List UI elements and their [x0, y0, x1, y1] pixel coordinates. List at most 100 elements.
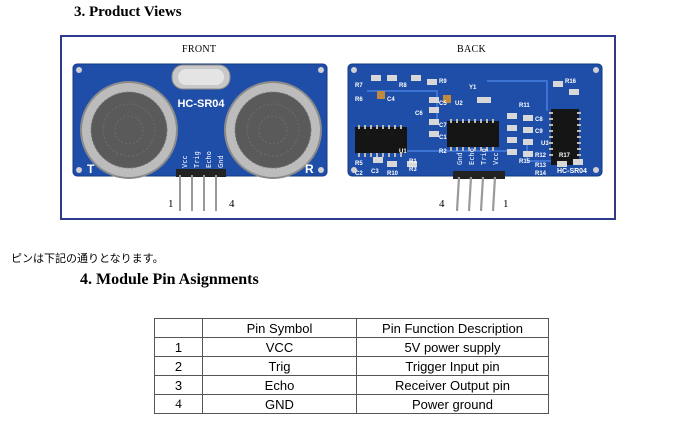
mount-hole — [318, 167, 324, 173]
crystal-top — [178, 69, 224, 85]
front-pin-label: Vcc — [181, 155, 189, 168]
front-pin-number-right: 4 — [229, 198, 235, 210]
ic-u3 — [551, 109, 579, 165]
component-label: R10 — [387, 171, 399, 177]
mount-hole — [318, 67, 324, 73]
back-pin-label: Gnd — [456, 152, 464, 165]
transmitter-mesh-ring — [114, 115, 144, 145]
component-label: C5 — [439, 101, 447, 107]
front-pin-number-left: 1 — [168, 198, 174, 210]
table-header-cell — [154, 318, 203, 338]
component-label: C1 — [439, 135, 447, 141]
component-label: C7 — [439, 123, 447, 129]
component-label: C3 — [371, 169, 379, 175]
back-pin-header — [453, 171, 505, 179]
ic-u1 — [355, 127, 407, 153]
table-row: 3 Echo Receiver Output pin — [154, 375, 549, 395]
front-pin — [191, 175, 193, 211]
front-view-label: FRONT — [182, 44, 217, 55]
back-pin-label: Echo — [468, 148, 476, 165]
component-label: C9 — [535, 129, 543, 135]
component-label: R3 — [409, 167, 417, 173]
component-label: R7 — [355, 83, 363, 89]
component-label: R16 — [565, 79, 577, 85]
table-header-cell: Pin Function Description — [356, 318, 549, 338]
component-label: R11 — [519, 103, 530, 109]
receiver-mesh-ring — [258, 115, 288, 145]
pin-function-cell: Power ground — [356, 394, 549, 414]
component-label: R14 — [535, 171, 547, 177]
front-pin-label: Gnd — [217, 155, 225, 168]
front-r-letter: R — [305, 162, 314, 176]
pin-note: ピンは下記の通りとなります。 — [11, 252, 164, 265]
component-label: R2 — [439, 149, 447, 155]
back-pin-label: Trig — [480, 148, 488, 165]
table-header-row: Pin Symbol Pin Function Description — [154, 318, 549, 338]
mount-hole — [76, 67, 82, 73]
ic-u3-legs — [549, 112, 581, 156]
component-label: R13 — [535, 163, 547, 169]
component-label: U3 — [541, 141, 549, 147]
pin-number-cell: 1 — [154, 337, 203, 357]
pin-symbol-cell: GND — [202, 394, 357, 414]
component-label: R9 — [439, 79, 447, 85]
transmitter-mesh — [91, 92, 167, 168]
pin-symbol-cell: Echo — [202, 375, 357, 395]
smd-components — [371, 75, 583, 167]
table-row: 4 GND Power ground — [154, 394, 549, 414]
front-pin-header — [176, 169, 226, 177]
pin-symbol-cell: Trig — [202, 356, 357, 376]
transmitter-mesh-ring — [102, 103, 156, 157]
component-label: R12 — [535, 153, 547, 159]
ic-u1-legs — [358, 125, 402, 157]
component-label: R5 — [355, 161, 363, 167]
mount-hole — [76, 167, 82, 173]
mount-hole — [351, 167, 357, 173]
receiver-mesh-ring — [234, 91, 312, 169]
section-4-title: 4. Module Pin Asignments — [80, 271, 259, 288]
front-pin — [203, 175, 205, 211]
pin-function-cell: 5V power supply — [356, 337, 549, 357]
back-pin-number-left: 4 — [439, 198, 445, 210]
component-labels: R7 R6 C4 R8 R9 Y1 R16 C5 U2 C6 R11 C8 C9… — [355, 79, 577, 177]
front-t-letter: T — [87, 162, 95, 176]
front-pin-label: Trig — [193, 151, 201, 168]
component-label: U2 — [455, 101, 463, 107]
pin-number-cell: 4 — [154, 394, 203, 414]
component-label: U1 — [399, 149, 407, 155]
front-board-image: HC-SR04 T R Vcc Trig Echo Gnd — [72, 63, 328, 211]
mount-hole — [351, 67, 357, 73]
pin-number-cell: 2 — [154, 356, 203, 376]
back-model-text: HC-SR04 — [557, 168, 587, 175]
component-label: R8 — [399, 83, 407, 89]
pin-assignment-table: Pin Symbol Pin Function Description 1 VC… — [154, 318, 549, 414]
component-label: R1 — [409, 159, 417, 165]
table-row: 2 Trig Trigger Input pin — [154, 356, 549, 376]
ic-u2 — [447, 121, 499, 147]
pin-symbol-cell: VCC — [202, 337, 357, 357]
section-3-title: 3. Product Views — [74, 4, 182, 20]
table-row: 1 VCC 5V power supply — [154, 337, 549, 357]
component-label: R6 — [355, 97, 363, 103]
component-label: C6 — [415, 111, 423, 117]
ic-u2-legs — [450, 119, 494, 151]
receiver-mesh-ring — [246, 103, 300, 157]
pcb-traces — [367, 80, 577, 162]
table-header-cell: Pin Symbol — [202, 318, 357, 338]
component-label: C4 — [387, 97, 395, 103]
front-pin — [179, 175, 181, 211]
receiver-mesh — [235, 92, 311, 168]
back-pin-label: Vcc — [492, 152, 500, 165]
component-label: Y1 — [469, 85, 477, 91]
mount-hole — [593, 67, 599, 73]
pin-function-cell: Trigger Input pin — [356, 356, 549, 376]
front-model-text: HC-SR04 — [177, 98, 225, 110]
back-view-label: BACK — [457, 44, 486, 55]
front-pin — [215, 175, 217, 211]
pin-function-cell: Receiver Output pin — [356, 375, 549, 395]
front-pin-label: Echo — [205, 151, 213, 168]
component-label: C8 — [535, 117, 543, 123]
component-label: R15 — [519, 159, 531, 165]
transmitter-mesh-ring — [90, 91, 168, 169]
back-board-image: R7 R6 C4 R8 R9 Y1 R16 C5 U2 C6 R11 C8 C9… — [347, 63, 603, 211]
